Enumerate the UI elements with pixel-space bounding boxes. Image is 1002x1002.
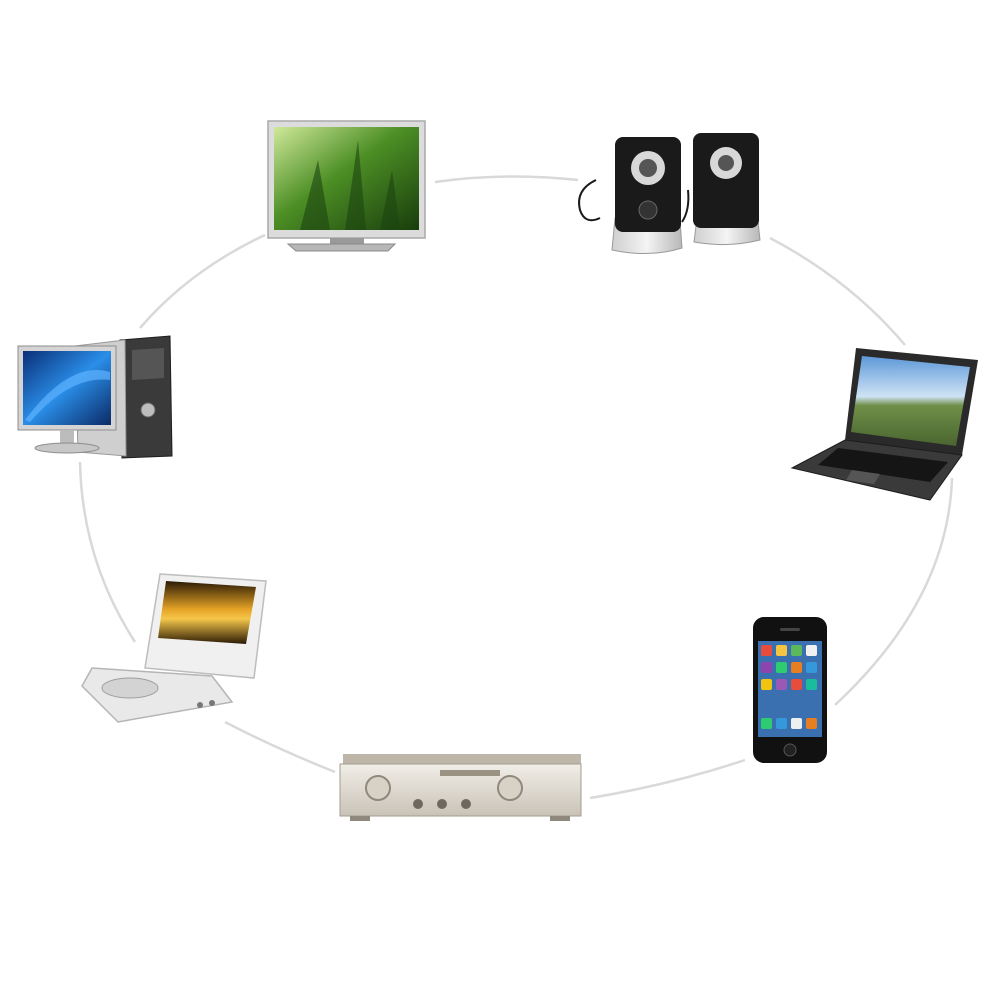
portable-dvd-player-icon [81, 573, 267, 723]
connection-ring [78, 175, 954, 800]
ring-segment-desktop-tv [139, 233, 266, 329]
desktop-computer-icon [17, 335, 173, 459]
ring-segment-laptop-phone [834, 477, 954, 706]
ring-segment-speakers-laptop [769, 236, 906, 346]
flat-screen-tv-icon [267, 120, 426, 252]
smartphone-icon [753, 617, 827, 763]
ring-segment-dvd-desktop [78, 461, 137, 643]
laptop-icon [790, 348, 978, 501]
ring-segment-phone-amplifier [589, 758, 746, 800]
ring-segment-amplifier-dvd [224, 720, 336, 774]
speakers-icon [578, 133, 761, 255]
ring-segment-tv-speakers [434, 175, 579, 184]
amplifier-icon [339, 754, 582, 821]
